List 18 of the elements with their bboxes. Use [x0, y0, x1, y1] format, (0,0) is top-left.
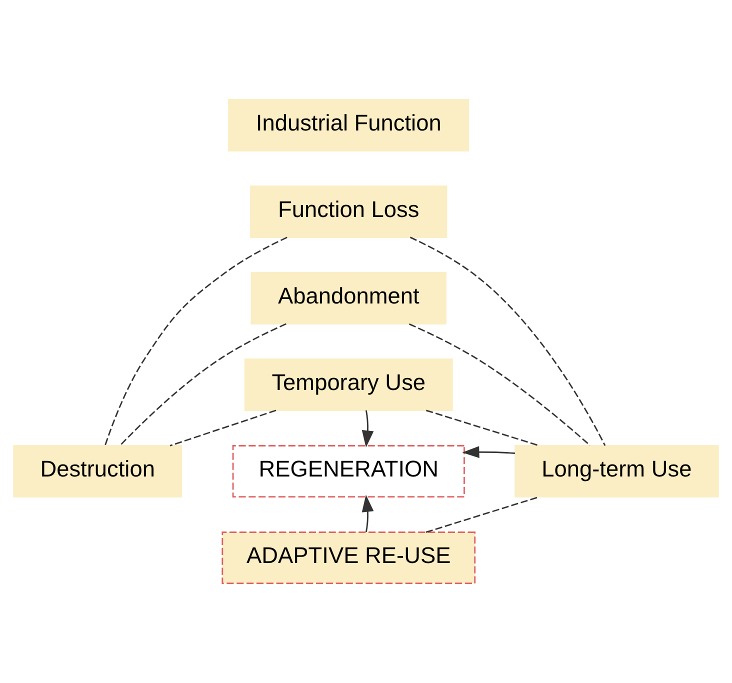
node-box: Temporary Use [244, 358, 453, 411]
connector [410, 236, 606, 446]
node-box: REGENERATION [232, 445, 465, 498]
arrow [362, 410, 374, 448]
node-box: Industrial Function [228, 98, 470, 152]
node-box: Long-term Use [514, 445, 719, 498]
connector [426, 410, 540, 446]
connector [104, 236, 288, 446]
connector [409, 323, 590, 446]
connector [426, 496, 540, 533]
arrow [362, 494, 374, 532]
node-box: Abandonment [250, 272, 446, 324]
connector [170, 410, 276, 446]
arrow [462, 446, 515, 458]
node-box: Function Loss [250, 185, 448, 238]
node-box: ADAPTIVE RE-USE [222, 532, 476, 584]
node-box: Destruction [13, 445, 182, 498]
connector [120, 323, 286, 446]
